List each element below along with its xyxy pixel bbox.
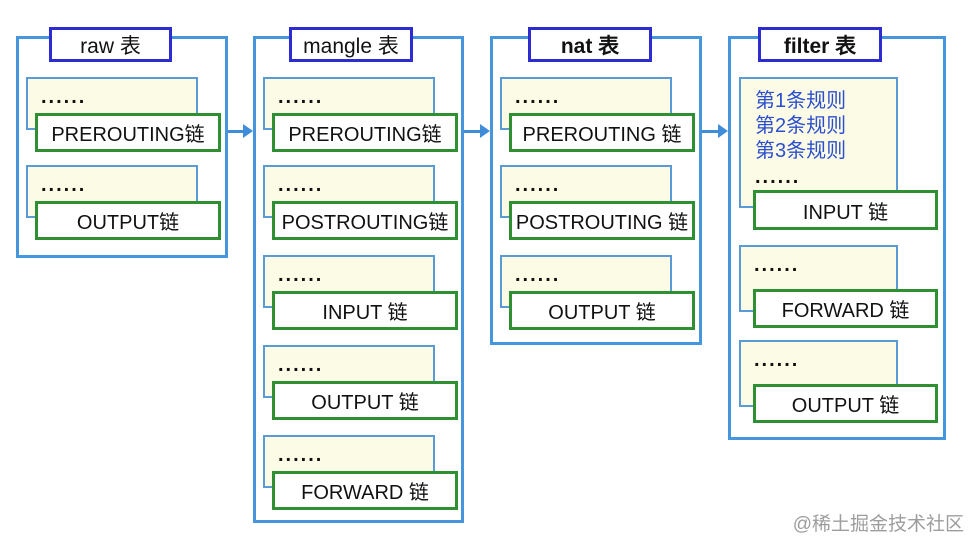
table-raw: raw 表 ...... PREROUTING链 ...... OUTPUT链 bbox=[16, 27, 228, 258]
table-nat-title: nat 表 bbox=[528, 27, 652, 62]
watermark: @稀土掘金技术社区 bbox=[792, 514, 964, 535]
table-raw-title: raw 表 bbox=[49, 27, 172, 62]
mangle-chain-group-postrouting: ...... POSTROUTING链 bbox=[263, 165, 458, 240]
ellipsis-dots: ...... bbox=[515, 86, 561, 108]
flow-arrow-nat-to-filter bbox=[702, 124, 728, 138]
ellipsis-dots: ...... bbox=[755, 166, 801, 188]
arrow-line bbox=[228, 130, 246, 133]
chain-box-prerouting: PREROUTING链 bbox=[35, 113, 221, 152]
rules-box: 第1条规则 第2条规则 第3条规则 ...... bbox=[739, 77, 898, 208]
chain-label: INPUT 链 bbox=[322, 302, 408, 324]
flow-arrow-mangle-to-nat bbox=[464, 124, 490, 138]
chain-label: PREROUTING 链 bbox=[522, 124, 682, 146]
chain-box-output: OUTPUT 链 bbox=[509, 291, 695, 330]
rule-line: 第3条规则 bbox=[755, 140, 847, 162]
ellipsis-dots: ...... bbox=[278, 264, 324, 286]
chain-box-input: INPUT 链 bbox=[272, 291, 458, 330]
chain-label: OUTPUT 链 bbox=[791, 395, 900, 417]
chain-box-forward: FORWARD 链 bbox=[753, 289, 938, 328]
chain-box-forward: FORWARD 链 bbox=[272, 471, 458, 510]
chain-label: OUTPUT链 bbox=[76, 212, 180, 234]
arrow-head-icon bbox=[480, 124, 490, 138]
chain-label: OUTPUT 链 bbox=[548, 302, 656, 324]
arrow-line bbox=[702, 130, 721, 133]
chain-label: INPUT 链 bbox=[802, 201, 889, 224]
nat-chain-group-prerouting: ...... PREROUTING 链 bbox=[500, 77, 695, 152]
chain-label: PREROUTING链 bbox=[288, 124, 442, 146]
chain-box-prerouting: PREROUTING 链 bbox=[509, 113, 695, 152]
ellipsis-dots: ...... bbox=[754, 254, 800, 276]
mangle-chain-group-input: ...... INPUT 链 bbox=[263, 255, 458, 330]
chain-box-output: OUTPUT链 bbox=[35, 201, 221, 240]
table-filter-title-label: filter 表 bbox=[783, 34, 857, 58]
ellipsis-dots: ...... bbox=[515, 264, 561, 286]
chain-box-input: INPUT 链 bbox=[753, 190, 938, 230]
chain-box-postrouting: POSTROUTING 链 bbox=[509, 201, 695, 240]
raw-chain-group-prerouting: ...... PREROUTING链 bbox=[26, 77, 221, 152]
mangle-chain-group-output: ...... OUTPUT 链 bbox=[263, 345, 458, 420]
table-mangle-title: mangle 表 bbox=[289, 27, 413, 62]
chain-box-output: OUTPUT 链 bbox=[753, 384, 938, 423]
arrow-head-icon bbox=[718, 124, 728, 138]
ellipsis-dots: ...... bbox=[278, 444, 324, 466]
filter-chain-group-input: 第1条规则 第2条规则 第3条规则 ...... INPUT 链 bbox=[739, 77, 938, 230]
chain-label: FORWARD 链 bbox=[781, 300, 910, 322]
rule-line: 第1条规则 bbox=[755, 90, 847, 112]
chain-label: POSTROUTING链 bbox=[281, 212, 449, 234]
chain-box-output: OUTPUT 链 bbox=[272, 381, 458, 420]
chain-label: PREROUTING链 bbox=[51, 124, 205, 146]
table-nat-title-label: nat 表 bbox=[560, 34, 620, 58]
table-mangle-title-label: mangle 表 bbox=[303, 34, 399, 58]
chain-box-postrouting: POSTROUTING链 bbox=[272, 201, 458, 240]
rule-line: 第2条规则 bbox=[755, 115, 847, 137]
ellipsis-dots: ...... bbox=[41, 86, 87, 108]
nat-chain-group-postrouting: ...... POSTROUTING 链 bbox=[500, 165, 695, 240]
raw-chain-group-output: ...... OUTPUT链 bbox=[26, 165, 221, 240]
ellipsis-dots: ...... bbox=[278, 354, 324, 376]
ellipsis-dots: ...... bbox=[754, 349, 800, 371]
arrow-head-icon bbox=[243, 124, 253, 138]
arrow-line bbox=[464, 130, 483, 133]
ellipsis-dots: ...... bbox=[278, 174, 324, 196]
table-nat: nat 表 ...... PREROUTING 链 ...... POSTROU… bbox=[490, 27, 702, 345]
table-filter-title: filter 表 bbox=[758, 27, 882, 62]
nat-chain-group-output: ...... OUTPUT 链 bbox=[500, 255, 695, 330]
table-filter: filter 表 第1条规则 第2条规则 第3条规则 ...... INPUT … bbox=[728, 27, 946, 440]
chain-label: FORWARD 链 bbox=[301, 482, 429, 504]
chain-label: OUTPUT 链 bbox=[311, 392, 419, 414]
ellipsis-dots: ...... bbox=[515, 174, 561, 196]
filter-chain-group-output: ...... OUTPUT 链 bbox=[739, 340, 938, 423]
chain-box-prerouting: PREROUTING链 bbox=[272, 113, 458, 152]
mangle-chain-group-forward: ...... FORWARD 链 bbox=[263, 435, 458, 510]
mangle-chain-group-prerouting: ...... PREROUTING链 bbox=[263, 77, 458, 152]
ellipsis-dots: ...... bbox=[278, 86, 324, 108]
table-raw-title-label: raw 表 bbox=[80, 34, 141, 58]
filter-chain-group-forward: ...... FORWARD 链 bbox=[739, 245, 938, 328]
table-mangle: mangle 表 ...... PREROUTING链 ...... POSTR… bbox=[253, 27, 464, 523]
ellipsis-dots: ...... bbox=[41, 174, 87, 196]
chain-label: POSTROUTING 链 bbox=[515, 212, 689, 234]
rules-list: 第1条规则 第2条规则 第3条规则 ...... bbox=[741, 79, 896, 187]
flow-arrow-raw-to-mangle bbox=[228, 124, 253, 138]
